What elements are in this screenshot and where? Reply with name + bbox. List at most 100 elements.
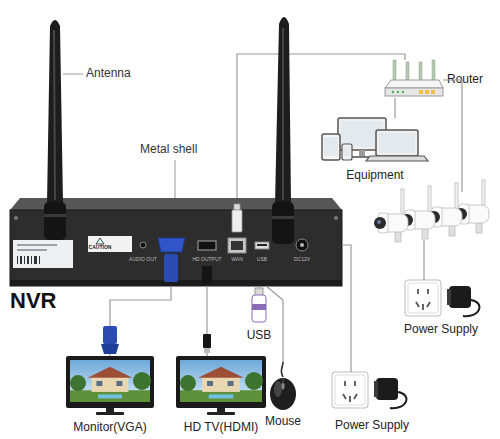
outlet-slot xyxy=(354,394,357,399)
router-icon xyxy=(385,60,443,98)
barcode-bar xyxy=(17,256,18,264)
antenna xyxy=(47,20,63,204)
cable-connector xyxy=(266,286,283,362)
outlet-plate xyxy=(408,283,438,313)
node-label-group: USB xyxy=(247,328,272,342)
outlet-slot xyxy=(427,289,429,294)
antenna-highlight xyxy=(54,30,55,200)
antenna-base xyxy=(44,202,66,240)
node-label-group: Monitor(VGA) xyxy=(73,420,146,434)
metal-shell-top xyxy=(10,198,342,210)
display-frame xyxy=(176,356,266,408)
port-label: AUDIO OUT xyxy=(129,257,157,262)
router-port xyxy=(431,90,435,94)
equipment-group: Equipment xyxy=(320,118,430,164)
router-led xyxy=(392,91,394,93)
leader-line xyxy=(175,160,176,198)
usb-port-tongue xyxy=(257,244,267,246)
equipment-group-icon xyxy=(320,118,430,164)
hdmi-tv-icon xyxy=(176,356,266,416)
lens-glint xyxy=(404,217,408,221)
camera-mount xyxy=(395,230,401,242)
camera-body xyxy=(380,214,408,232)
screw xyxy=(334,216,338,220)
lens-glint xyxy=(458,211,462,215)
node-label-group: HD TV(HDMI) xyxy=(184,420,258,434)
node-label: Router xyxy=(447,72,483,86)
camera-mount xyxy=(449,224,455,236)
tree xyxy=(245,372,263,390)
camera-visor xyxy=(405,210,415,230)
display-frame xyxy=(66,356,154,408)
antenna xyxy=(275,17,291,204)
tree xyxy=(70,375,86,391)
phone xyxy=(342,144,352,160)
usb-stick-band xyxy=(252,304,266,310)
node-label-group: Mouse xyxy=(265,414,301,428)
camera-antenna xyxy=(428,186,431,212)
nvr-recorder: NVR xyxy=(10,198,342,286)
router-antenna xyxy=(419,62,422,82)
cable-connector xyxy=(342,245,351,372)
house xyxy=(92,377,129,392)
wan-port-socket xyxy=(231,241,243,250)
pool xyxy=(98,394,122,398)
laptop-screen xyxy=(379,133,415,153)
lens-glint xyxy=(377,220,381,224)
camera-antenna xyxy=(401,189,404,215)
camera-antenna xyxy=(482,180,485,206)
camera-body xyxy=(461,205,489,223)
mouse-icon xyxy=(265,362,301,410)
outlet-slot xyxy=(349,396,351,402)
camera-body xyxy=(407,211,435,229)
router-antenna xyxy=(432,60,435,82)
router-port xyxy=(419,90,423,94)
vga-plug-head xyxy=(101,344,119,354)
node-label-group: Equipment xyxy=(346,168,403,182)
nvr-bottom-lip xyxy=(10,280,342,286)
node-label-group: Router xyxy=(447,72,483,86)
power-supply: Power Supply xyxy=(332,372,412,414)
outlet-slot xyxy=(427,302,430,307)
mouse: Mouse xyxy=(265,362,301,410)
antenna-ring xyxy=(44,214,66,217)
tablet-screen xyxy=(324,137,338,156)
mouse-body xyxy=(270,378,296,410)
warning-triangle xyxy=(96,238,104,244)
outlet-slot xyxy=(343,394,346,399)
lens-glint xyxy=(431,214,435,218)
window xyxy=(207,381,213,386)
node-label: Mouse xyxy=(265,414,301,428)
cable-connector xyxy=(237,54,405,198)
node-label: Power Supply xyxy=(404,322,478,336)
hdmi-plug xyxy=(202,266,212,284)
node-label-group: NVR xyxy=(10,288,56,314)
node-label: Equipment xyxy=(346,168,403,182)
cable-connector xyxy=(206,286,207,356)
screw xyxy=(14,216,18,220)
rj45-plug xyxy=(232,210,242,232)
mouse-wheel xyxy=(282,383,285,389)
display-base xyxy=(96,412,124,415)
adapter-plate xyxy=(447,289,451,305)
usb-drive: USB xyxy=(248,288,270,324)
nvr-back-panel xyxy=(10,210,342,286)
usb-drive-icon xyxy=(248,288,270,324)
port-label: HD OUTPUT xyxy=(192,257,221,262)
port-label: CAUTION xyxy=(89,245,112,250)
tree xyxy=(180,375,196,391)
outlet-slot xyxy=(354,381,356,386)
usb-stick-body xyxy=(252,295,266,322)
camera-antenna xyxy=(455,183,458,209)
laptop-lid xyxy=(376,130,418,156)
node-label: USB xyxy=(247,328,272,342)
power-supply: Power Supply xyxy=(405,280,477,318)
node-label: Monitor(VGA) xyxy=(73,420,146,434)
router-port xyxy=(425,90,429,94)
hdmi-plug-tip xyxy=(204,348,210,353)
camera-visor xyxy=(432,207,442,227)
power-adapter xyxy=(376,378,398,400)
vga-plug xyxy=(164,254,178,282)
